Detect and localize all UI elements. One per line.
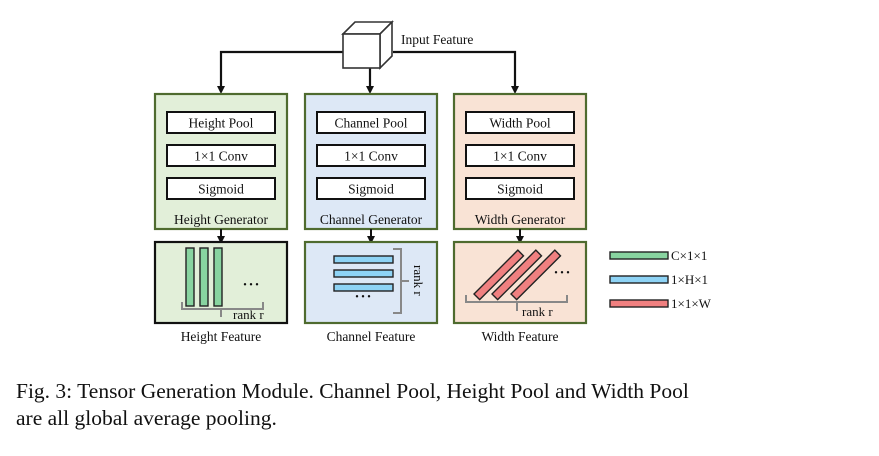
width-step-label: Width Pool xyxy=(489,116,551,131)
legend-item: 1×1×W xyxy=(609,296,712,311)
connector-to-height xyxy=(217,50,343,94)
width-step-2: 1×1 Conv xyxy=(465,144,575,167)
height-slice-3 xyxy=(213,247,223,307)
legend-label: 1×H×1 xyxy=(671,272,708,287)
caption-line-2: are all global average pooling. xyxy=(16,406,277,430)
height-generator-title: Height Generator xyxy=(174,212,269,227)
legend: C×1×1 1×H×1 1×1×W xyxy=(609,248,712,311)
channel-feature-label: Channel Feature xyxy=(327,329,416,344)
channel-rank-brace xyxy=(393,248,409,314)
channel-step-label: 1×1 Conv xyxy=(344,149,398,164)
width-slice-2 xyxy=(491,249,543,301)
height-step-label: Sigmoid xyxy=(198,182,244,197)
width-feature-label: Width Feature xyxy=(481,329,558,344)
legend-swatch xyxy=(609,275,669,284)
input-feature-label: Input Feature xyxy=(401,32,473,47)
width-rank-label: rank r xyxy=(522,304,553,319)
channel-ellipsis: • • • xyxy=(355,292,371,303)
channel-step-1: Channel Pool xyxy=(316,111,426,134)
width-slice-3 xyxy=(510,249,562,301)
legend-item: 1×H×1 xyxy=(609,272,708,287)
height-ellipsis: • • • xyxy=(243,280,259,291)
height-rank-label: rank r xyxy=(233,307,264,322)
legend-swatch xyxy=(609,251,669,260)
channel-step-3: Sigmoid xyxy=(316,177,426,200)
input-connectors xyxy=(217,50,519,94)
legend-item: C×1×1 xyxy=(609,248,707,263)
channel-rank-label: rank r xyxy=(411,265,426,296)
width-step-1: Width Pool xyxy=(465,111,575,134)
height-feature-label: Height Feature xyxy=(181,329,262,344)
channel-step-2: 1×1 Conv xyxy=(316,144,426,167)
channel-step-label: Sigmoid xyxy=(348,182,394,197)
legend-swatch xyxy=(609,299,669,308)
figure-caption: Fig. 3: Tensor Generation Module. Channe… xyxy=(16,378,876,432)
channel-slice-1 xyxy=(333,255,394,264)
height-step-1: Height Pool xyxy=(166,111,276,134)
input-feature-cube-icon xyxy=(341,20,394,70)
width-generator-title: Width Generator xyxy=(475,212,566,227)
height-rank-brace xyxy=(181,302,264,317)
legend-label: 1×1×W xyxy=(671,296,712,311)
height-step-label: Height Pool xyxy=(189,116,254,131)
legend-label: C×1×1 xyxy=(671,248,707,263)
height-slice-2 xyxy=(199,247,209,307)
channel-generator-title: Channel Generator xyxy=(320,212,423,227)
channel-slice-2 xyxy=(333,269,394,278)
height-step-label: 1×1 Conv xyxy=(194,149,248,164)
width-step-label: 1×1 Conv xyxy=(493,149,547,164)
width-slice-1 xyxy=(473,249,525,301)
channel-step-label: Channel Pool xyxy=(334,116,407,131)
width-step-3: Sigmoid xyxy=(465,177,575,200)
height-step-2: 1×1 Conv xyxy=(166,144,276,167)
channel-slice-3 xyxy=(333,283,394,292)
width-ellipsis: • • • xyxy=(554,268,570,279)
height-slice-1 xyxy=(185,247,195,307)
width-step-label: Sigmoid xyxy=(497,182,543,197)
connector-to-width xyxy=(393,50,519,94)
caption-line-1: Fig. 3: Tensor Generation Module. Channe… xyxy=(16,379,689,403)
width-rank-brace xyxy=(465,295,568,311)
height-step-3: Sigmoid xyxy=(166,177,276,200)
